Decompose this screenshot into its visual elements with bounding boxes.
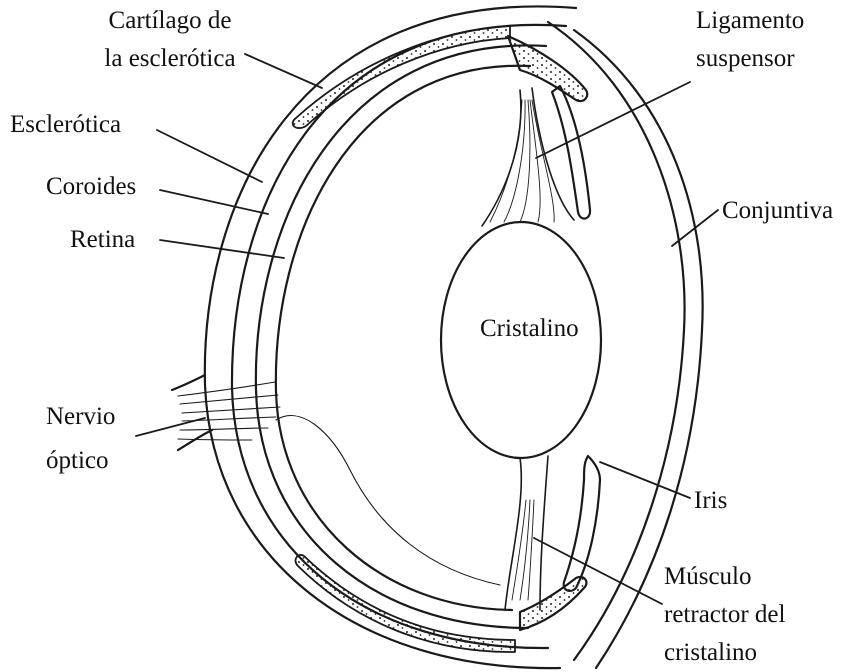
- label-coroides: Coroides: [46, 172, 136, 202]
- leader-esclerotica: [157, 130, 262, 182]
- leader-lines: [136, 54, 718, 604]
- retina-inner-thin-line: [276, 416, 500, 585]
- optic-nerve-fibers: [178, 382, 280, 440]
- label-esclerotica: Esclerótica: [10, 110, 121, 140]
- label-ligamento-line1: Ligamento: [696, 6, 804, 36]
- label-musculo-line2: retractor del: [664, 600, 785, 630]
- leader-ligamento: [536, 82, 690, 158]
- leader-nervio: [136, 418, 205, 436]
- label-nervio-line2: óptico: [46, 446, 109, 476]
- label-iris: Iris: [694, 486, 727, 516]
- iris-bottom: [564, 456, 600, 591]
- iris-top: [552, 86, 590, 219]
- leader-conjuntiva: [672, 210, 718, 246]
- label-cristalino: Cristalino: [480, 314, 579, 344]
- label-ligamento-line2: suspensor: [696, 44, 795, 74]
- label-conjuntiva: Conjuntiva: [722, 196, 833, 226]
- retractor-muscle-bottom: [505, 458, 521, 610]
- leader-iris: [600, 462, 690, 498]
- leader-coroides: [160, 190, 268, 214]
- label-retina: Retina: [70, 225, 135, 255]
- label-cartilago-line2: la esclerótica: [80, 44, 260, 74]
- label-cartilago-line1: Cartílago de: [80, 6, 260, 36]
- label-nervio-line1: Nervio: [46, 402, 115, 432]
- label-musculo-line3: cristalino: [664, 638, 757, 668]
- optic-nerve-top: [172, 375, 205, 390]
- scleral-cartilage-bottom: [296, 555, 515, 652]
- suspensory-ligament-fibers-top: [490, 100, 554, 222]
- retractor-muscle-fibers: [512, 500, 534, 600]
- label-musculo-line1: Músculo: [664, 562, 752, 592]
- suspensory-ligament-top: [482, 90, 521, 226]
- retractor-muscle-bottom-b: [540, 456, 548, 610]
